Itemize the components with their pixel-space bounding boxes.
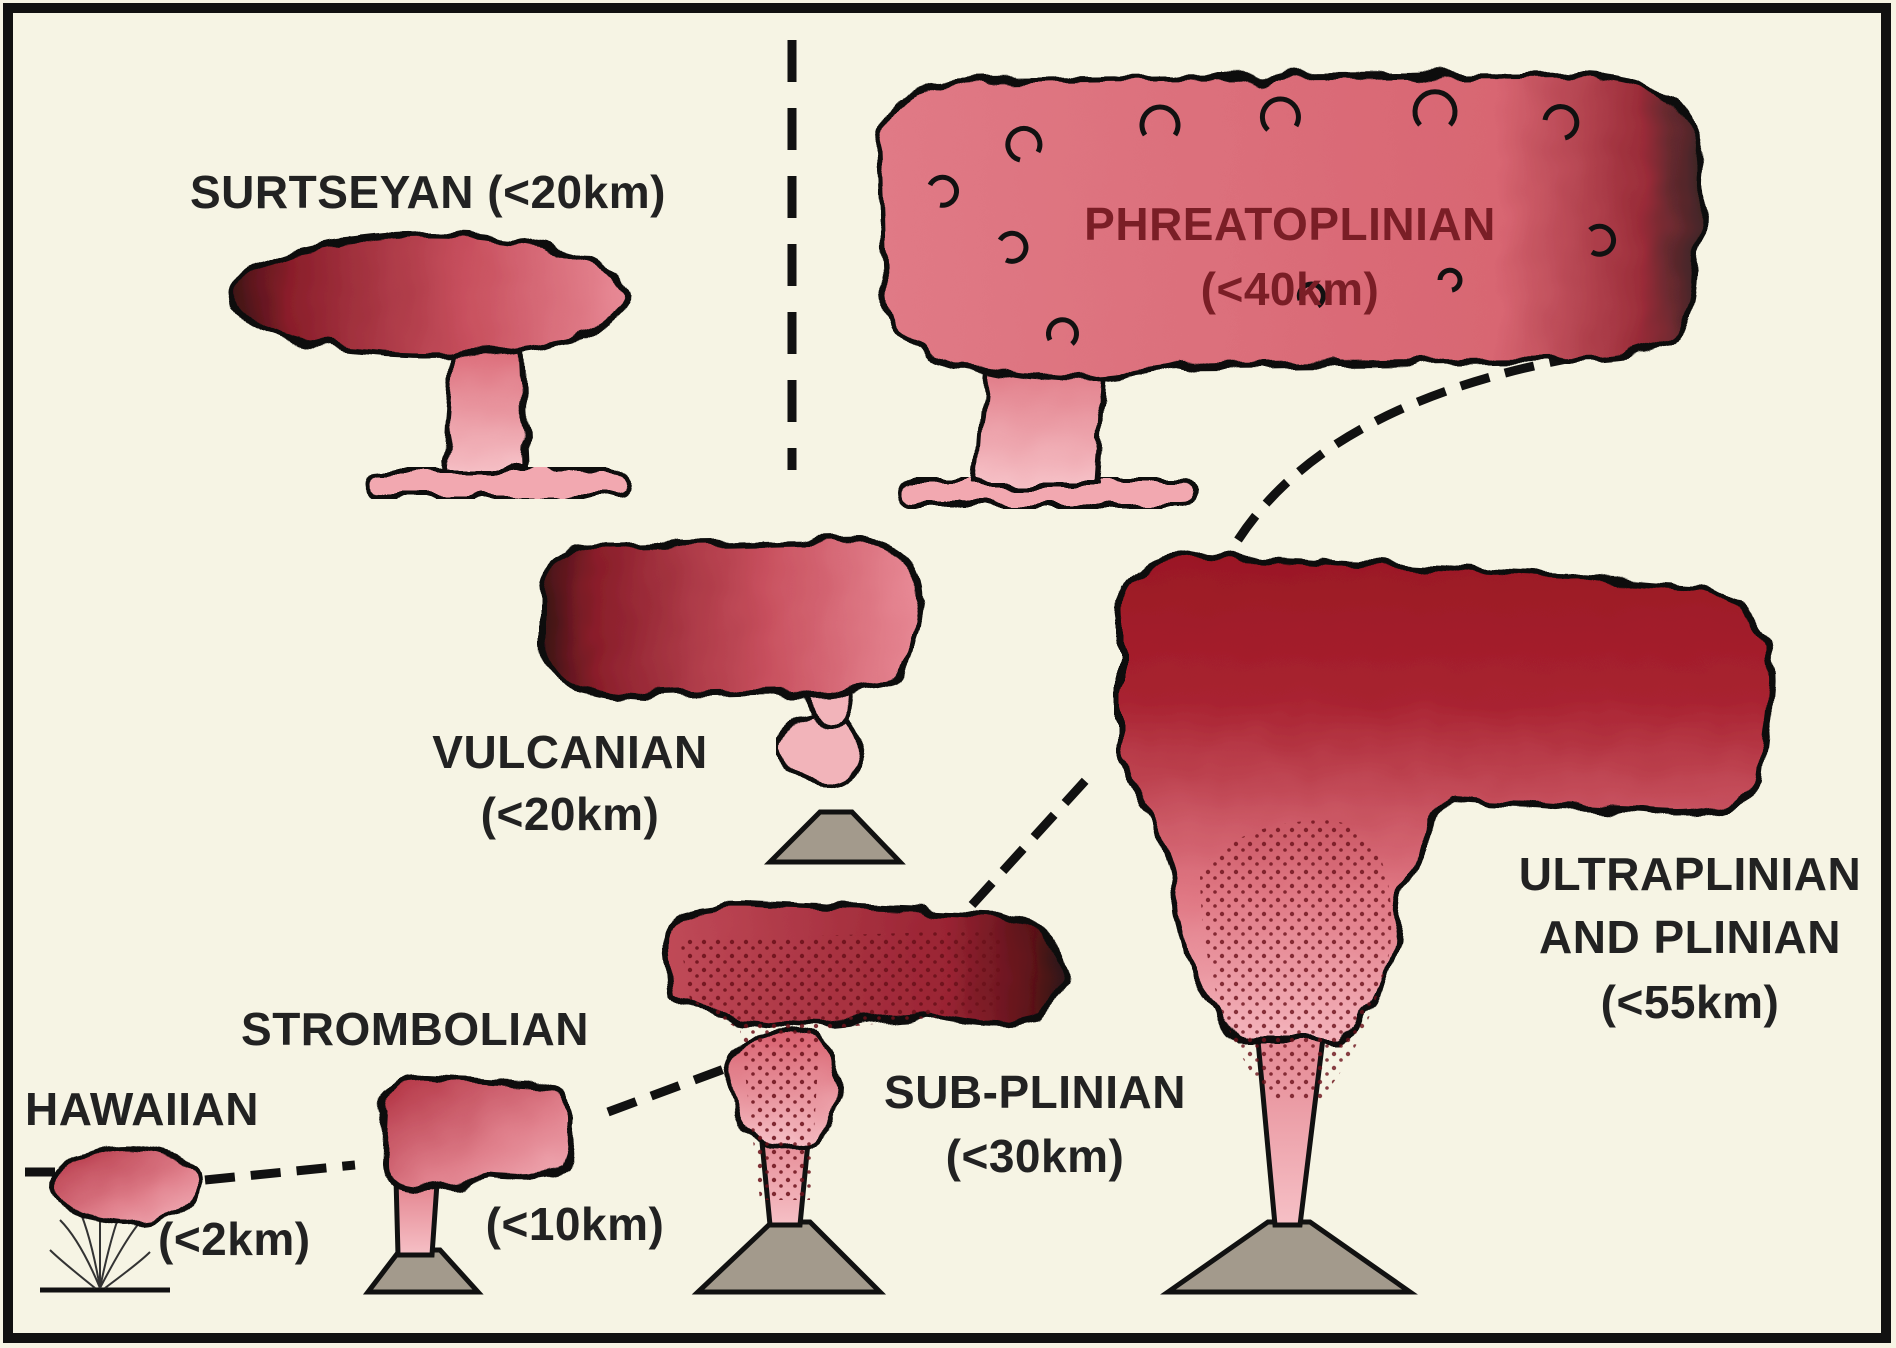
strombolian-label: STROMBOLIAN: [241, 1003, 589, 1055]
surtseyan-label: SURTSEYAN (<20km): [190, 166, 666, 218]
subplinian-height: (<30km): [946, 1130, 1125, 1182]
plinian-label: AND PLINIAN: [1539, 911, 1841, 963]
phreatoplinian-height: (<40km): [1201, 263, 1380, 315]
phreatoplinian-label: PHREATOPLINIAN: [1084, 198, 1496, 250]
vulcanian-height: (<20km): [481, 788, 660, 840]
strombolian-height: (<10km): [486, 1198, 665, 1250]
hawaiian-label: HAWAIIAN: [25, 1083, 259, 1135]
ultraplinian-label: ULTRAPLINIAN: [1519, 848, 1861, 900]
plinian-height: (<55km): [1601, 976, 1780, 1028]
vulcanian-label: VULCANIAN: [432, 726, 707, 778]
subplinian-label: SUB-PLINIAN: [884, 1066, 1186, 1118]
hawaiian-height: (<2km): [158, 1213, 311, 1265]
